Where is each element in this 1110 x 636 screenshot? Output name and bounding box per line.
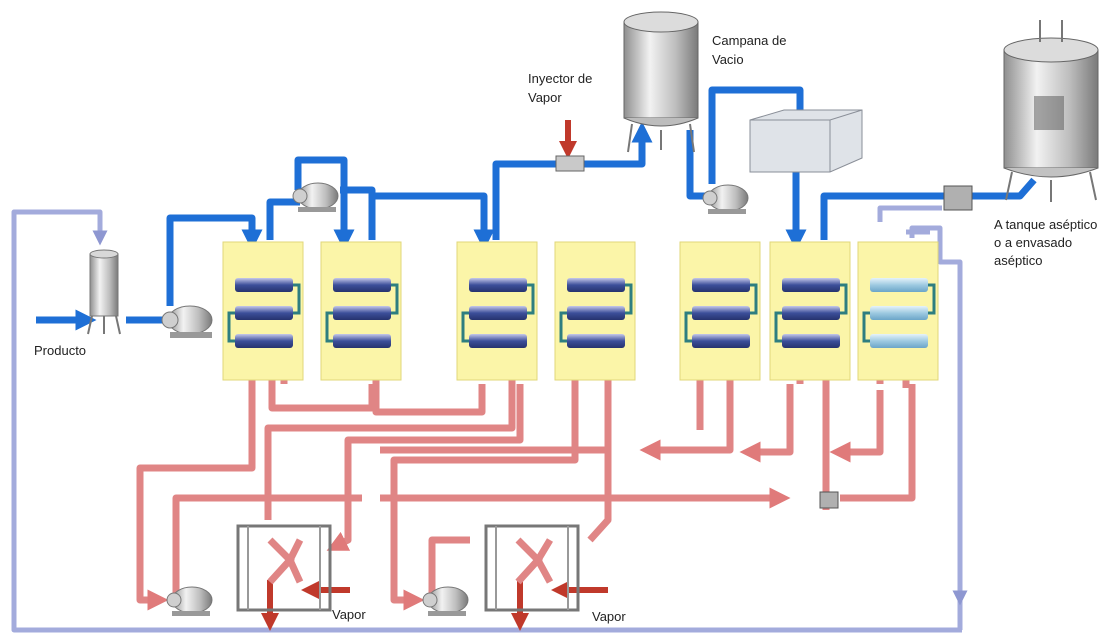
- pump-icon: [422, 586, 469, 616]
- valve-icon: [943, 185, 973, 211]
- vapor-label-right: Vapor: [592, 609, 626, 624]
- return-line: [11, 205, 968, 633]
- heat-exchanger-icon: [769, 241, 851, 381]
- holding-box: [749, 109, 863, 173]
- heat-exchanger-icon: [857, 241, 939, 381]
- pump-icon: [161, 305, 213, 338]
- pump-icon: [292, 182, 339, 212]
- valve-icon: [819, 491, 839, 509]
- producto-label: Producto: [34, 343, 87, 358]
- heat-exchanger-icon: [456, 241, 538, 381]
- heat-exchanger-icon: [679, 241, 761, 381]
- steam-lines: [261, 120, 608, 631]
- tank-icon: [623, 11, 699, 153]
- campana-label-line1: Campana de: [712, 33, 787, 48]
- heat-exchanger-icon: [320, 241, 402, 381]
- heating-lines: [136, 360, 916, 611]
- tanque-label-line3: aséptico: [994, 253, 1043, 268]
- steam-injector-icon: [555, 155, 585, 172]
- inyector-label-line1: Inyector de: [528, 71, 593, 86]
- inyector-label-line2: Vapor: [528, 90, 562, 105]
- tanque-label-line1: A tanque aséptico: [994, 217, 1098, 232]
- campana-label-line2: Vacio: [712, 52, 744, 67]
- vapor-label-left: Vapor: [332, 607, 366, 622]
- heat-exchanger-icon: [222, 241, 304, 381]
- plate-heat-exchanger: [484, 524, 580, 612]
- tank-icon: [1003, 20, 1099, 202]
- heat-exchanger-icon: [554, 241, 636, 381]
- pump-icon: [702, 184, 749, 214]
- plate-heat-exchanger: [236, 524, 332, 612]
- heat-exchanger-bank: [222, 241, 939, 381]
- pump-icon: [166, 586, 213, 616]
- tank-icon: [87, 249, 121, 335]
- tanque-label-line2: o a envasado: [994, 235, 1073, 250]
